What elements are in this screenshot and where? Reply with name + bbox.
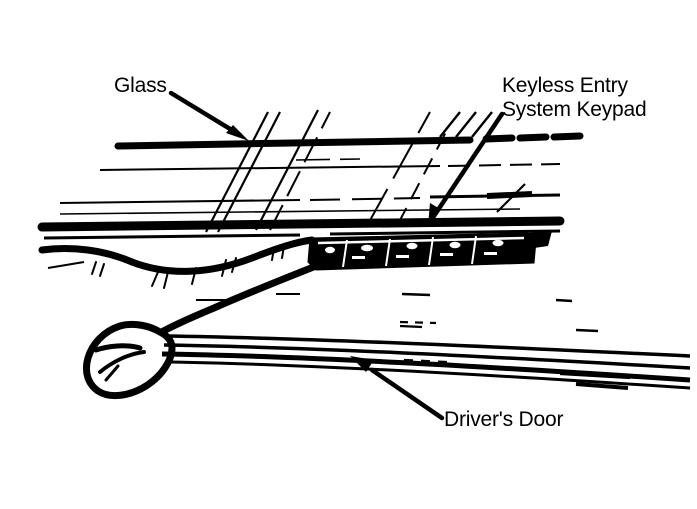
keypad-leader-arrow-shaft — [431, 111, 505, 219]
door-detail-tick-3 — [575, 328, 599, 333]
door-detail-tick-7 — [559, 372, 631, 380]
glass-top-edge-line — [114, 136, 474, 150]
door-beltline-group — [37, 208, 565, 240]
door-beltline-thin — [43, 233, 301, 240]
keypad-right-taper — [528, 231, 552, 248]
keypad-button-mark-4 — [449, 241, 461, 249]
hand-upper-contour — [38, 236, 316, 275]
hand-hatch-4 — [163, 271, 169, 289]
glass-top-edge-line-right-a — [482, 134, 516, 143]
glass-diagonal-c1 — [367, 111, 431, 225]
hand-hatch-1 — [91, 261, 97, 275]
door-panel-line-4 — [167, 360, 691, 390]
door-panel-line-1 — [165, 334, 691, 358]
glass-diagonal-c2 — [397, 127, 449, 225]
door-detail-tick-2 — [555, 298, 573, 303]
hand-knuckle-hatching — [91, 245, 285, 289]
keypad-separator-3 — [428, 236, 434, 266]
hand-hatch-9 — [281, 245, 285, 259]
glass-hash-1 — [439, 111, 461, 138]
glass-diagonal-b1 — [255, 109, 319, 231]
keypad-group[interactable] — [307, 231, 552, 271]
keypad-separator-4 — [471, 235, 477, 265]
keypad-button-label-1 — [352, 256, 365, 259]
glass-leader-arrow-shaft — [168, 90, 243, 138]
door-detail-tick-4 — [399, 324, 423, 329]
glass-tick-mark-diagonal — [496, 183, 526, 213]
finger-crease-3 — [94, 334, 102, 346]
leader-arrows — [168, 90, 505, 421]
door-detail-tick-5 — [399, 320, 437, 325]
hand-hatch-3 — [151, 271, 159, 287]
hand-group — [38, 236, 320, 400]
glass-hash-3 — [471, 111, 493, 138]
keypad-leader-arrow-head — [428, 203, 440, 226]
keypad-button-label-4 — [484, 252, 497, 255]
door-panel-line-2 — [163, 343, 691, 370]
glass-inner-line-3b — [309, 197, 421, 201]
finger-lower-contour — [154, 262, 320, 338]
keypad-button-label-2 — [396, 255, 409, 258]
hand-hatch-8 — [271, 247, 275, 261]
keypad-separator-1 — [342, 239, 348, 268]
keypad-button-mark-5 — [492, 239, 504, 247]
callout-keypad-line-1: Keyless Entry — [502, 74, 628, 97]
door-detail-tick-8 — [575, 382, 629, 390]
hand-cuff-line — [47, 261, 85, 269]
door-beltline-hairline — [59, 208, 521, 215]
keypad-button-mark-2 — [361, 244, 373, 252]
keypad-button-separators — [342, 235, 477, 268]
keypad-top-highlight — [317, 236, 525, 245]
glass-diagonal-b2 — [269, 111, 331, 231]
keypad-button-mark-3 — [406, 242, 418, 250]
hand-hatch-2 — [99, 263, 105, 277]
door-detail-tick-1 — [401, 292, 431, 297]
fingernail-crease — [93, 343, 143, 353]
glass-inner-line-3 — [59, 199, 301, 204]
glass-top-edge-line-right-c — [550, 132, 584, 141]
door-beltline-thick — [37, 216, 565, 232]
hand-hatch-7 — [231, 257, 237, 273]
callout-label-door: Driver's Door — [444, 408, 564, 431]
glass-top-edge-line-right-b — [516, 133, 550, 142]
finger-crease-2 — [104, 364, 120, 382]
callout-keypad-line-2: System Keypad — [502, 98, 647, 122]
door-panel-group — [161, 292, 691, 390]
door-leader-arrow-head — [350, 356, 374, 372]
door-panel-line-3 — [161, 351, 691, 383]
door-detail-tick-6 — [403, 358, 449, 364]
glass-leader-arrow-head — [226, 125, 249, 141]
callout-label-glass: Glass — [114, 74, 167, 97]
keypad-separator-2 — [385, 238, 391, 267]
keypad-button-marks — [325, 239, 504, 259]
door-leader-arrow-shaft — [369, 367, 445, 421]
finger-crease-1 — [98, 350, 146, 374]
door-beltline-thin-right — [329, 229, 561, 236]
glass-hash-2 — [455, 111, 477, 138]
keypad-button-mark-1 — [325, 246, 335, 254]
hand-hatch-5 — [191, 267, 197, 285]
hand-hatch-6 — [221, 259, 227, 277]
glass-tick-mark-horizontal — [486, 191, 533, 199]
glass-inner-line-1 — [99, 165, 441, 171]
keypad-button-label-3 — [440, 253, 453, 256]
